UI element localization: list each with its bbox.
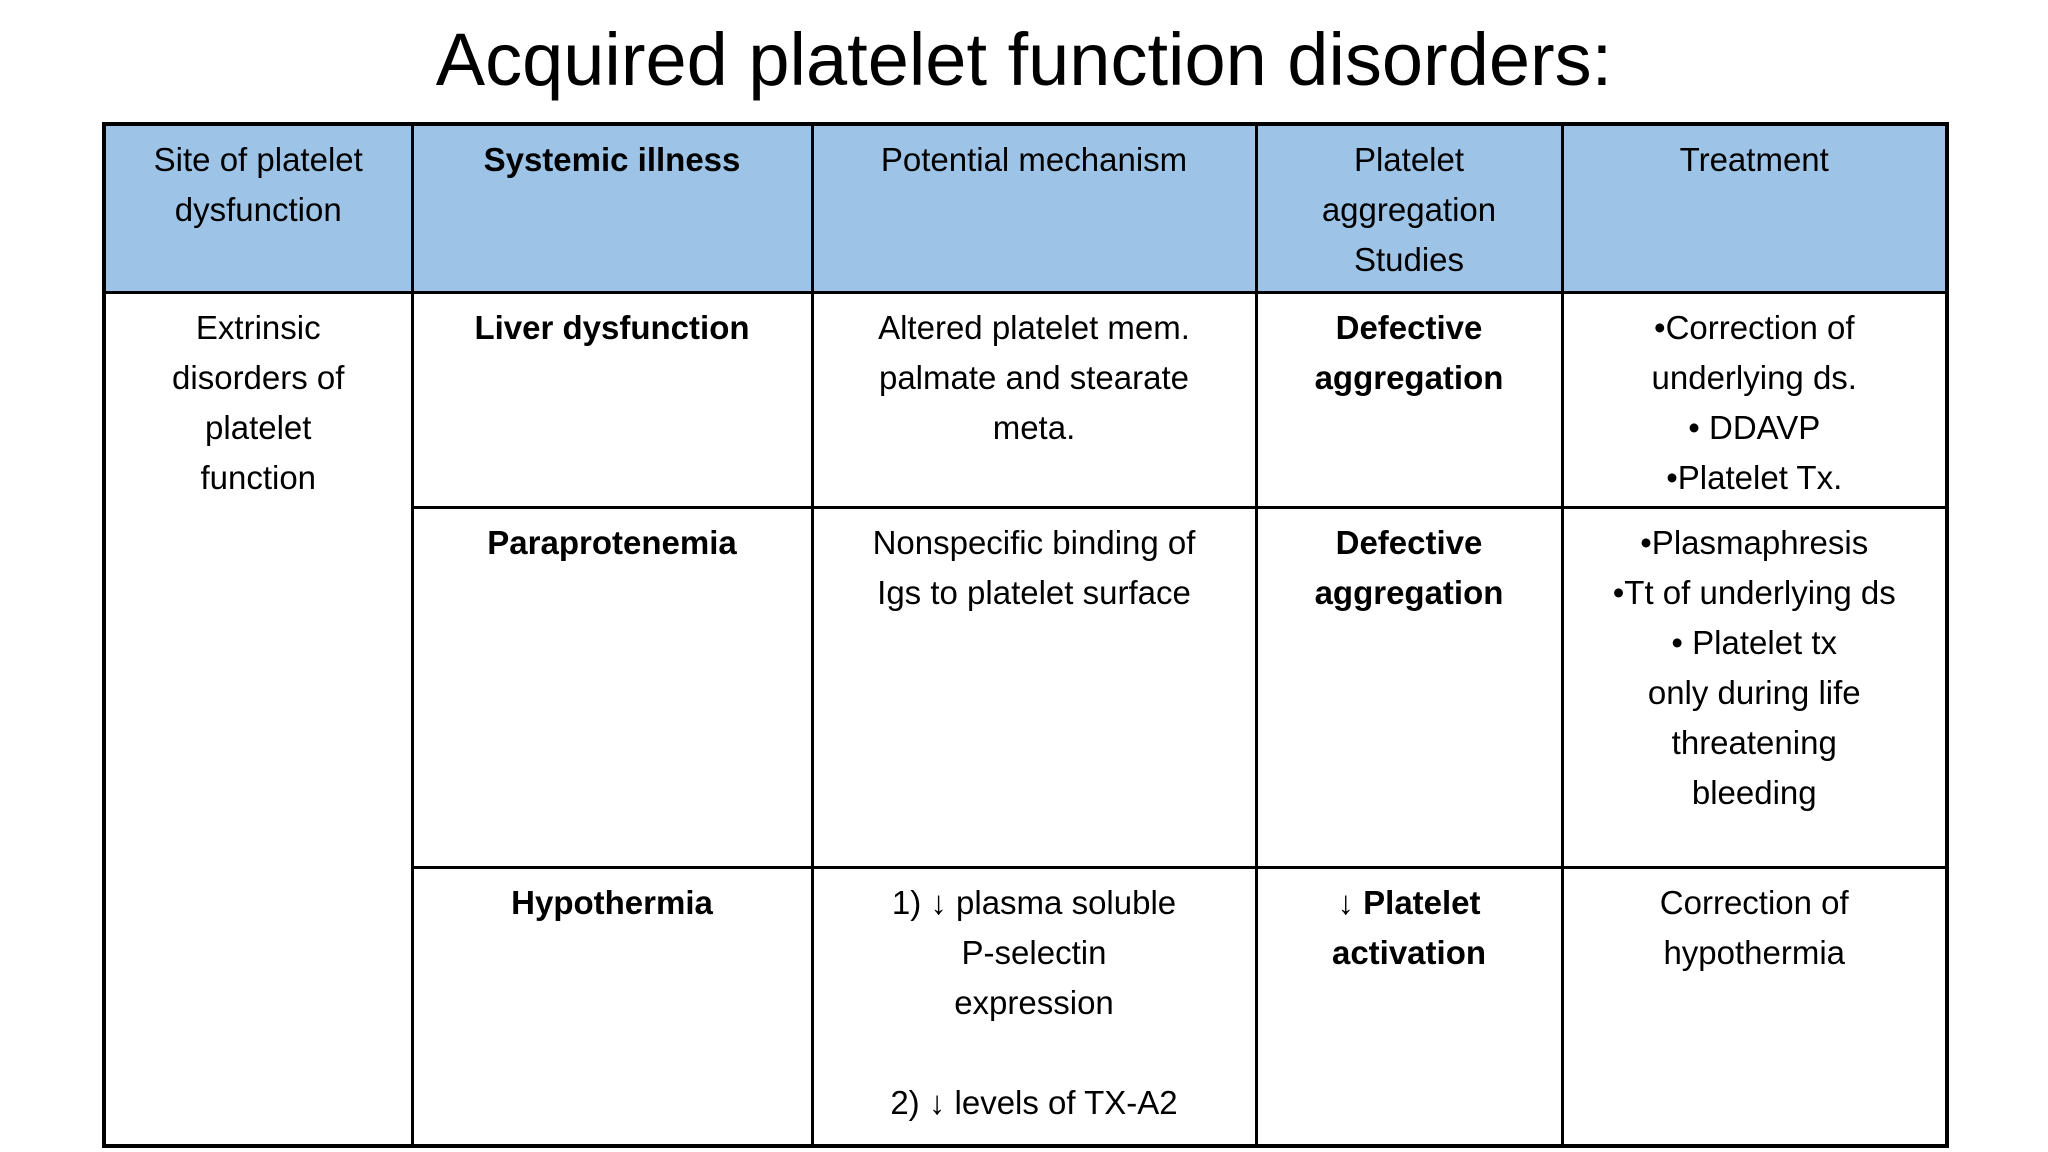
aggregation-text: Defective aggregation <box>1314 523 1504 611</box>
illness-text: Liver dysfunction <box>474 308 750 346</box>
table-row-paraprotenemia: Paraprotenemia Nonspecific binding of Ig… <box>104 505 1949 869</box>
mechanism-text: 1) ↓ plasma soluble P-selectin expressio… <box>890 883 1178 1121</box>
treatment-text: •Plasmaphresis •Tt of underlying ds • Pl… <box>1612 523 1896 811</box>
illness-text: Paraprotenemia <box>487 523 737 561</box>
illness-text: Hypothermia <box>511 883 713 921</box>
site-group-cell: Extrinsic disorders of platelet function <box>102 290 414 1148</box>
column-header-potential-mechanism: Potential mechanism <box>810 122 1258 294</box>
aggregation-cell: Defective aggregation <box>1254 290 1564 509</box>
mechanism-text: Nonspecific binding of Igs to platelet s… <box>872 523 1196 611</box>
disorders-table: Site of platelet dysfunction Systemic il… <box>102 122 1949 1148</box>
header-row: Site of platelet dysfunction Systemic il… <box>102 122 1949 294</box>
page-title: Acquired platelet function disorders: <box>435 18 1613 101</box>
illness-cell: Hypothermia <box>410 865 814 1148</box>
column-header-label: Potential mechanism <box>880 141 1188 178</box>
illness-cell: Paraprotenemia <box>410 505 814 869</box>
treatment-text: •Correction of underlying ds. • DDAVP •P… <box>1651 308 1857 496</box>
column-header-label: Treatment <box>1679 141 1829 178</box>
aggregation-text: ↓ Platelet activation <box>1331 883 1487 971</box>
table-row-liver-dysfunction: Extrinsic disorders of platelet function… <box>102 290 1949 1148</box>
mechanism-text: Altered platelet mem. palmate and steara… <box>878 308 1190 446</box>
column-header-platelet-aggregation-studies: Platelet aggregation Studies <box>1254 122 1564 294</box>
mechanism-cell: Altered platelet mem. palmate and steara… <box>810 290 1258 509</box>
aggregation-cell: Defective aggregation <box>1254 505 1564 869</box>
aggregation-text: Defective aggregation <box>1314 308 1504 396</box>
table-row-hypothermia: Hypothermia 1) ↓ plasma soluble P-select… <box>104 865 1949 1148</box>
column-header-label: Site of platelet dysfunction <box>153 141 363 228</box>
treatment-cell: •Plasmaphresis •Tt of underlying ds • Pl… <box>1560 505 1949 869</box>
illness-cell: Liver dysfunction <box>410 290 814 509</box>
site-group-text: Extrinsic disorders of platelet function <box>172 308 345 496</box>
treatment-cell: Correction of hypothermia <box>1560 865 1949 1148</box>
mechanism-cell: 1) ↓ plasma soluble P-selectin expressio… <box>810 865 1258 1148</box>
aggregation-cell: ↓ Platelet activation <box>1254 865 1564 1148</box>
column-header-systemic-illness: Systemic illness <box>410 122 814 294</box>
column-header-site: Site of platelet dysfunction <box>102 122 414 294</box>
column-header-treatment: Treatment <box>1560 122 1949 294</box>
treatment-cell: •Correction of underlying ds. • DDAVP •P… <box>1560 290 1949 509</box>
mechanism-cell: Nonspecific binding of Igs to platelet s… <box>810 505 1258 869</box>
column-header-label: Platelet aggregation Studies <box>1321 141 1497 278</box>
treatment-text: Correction of hypothermia <box>1659 883 1849 971</box>
column-header-label: Systemic illness <box>483 141 741 178</box>
